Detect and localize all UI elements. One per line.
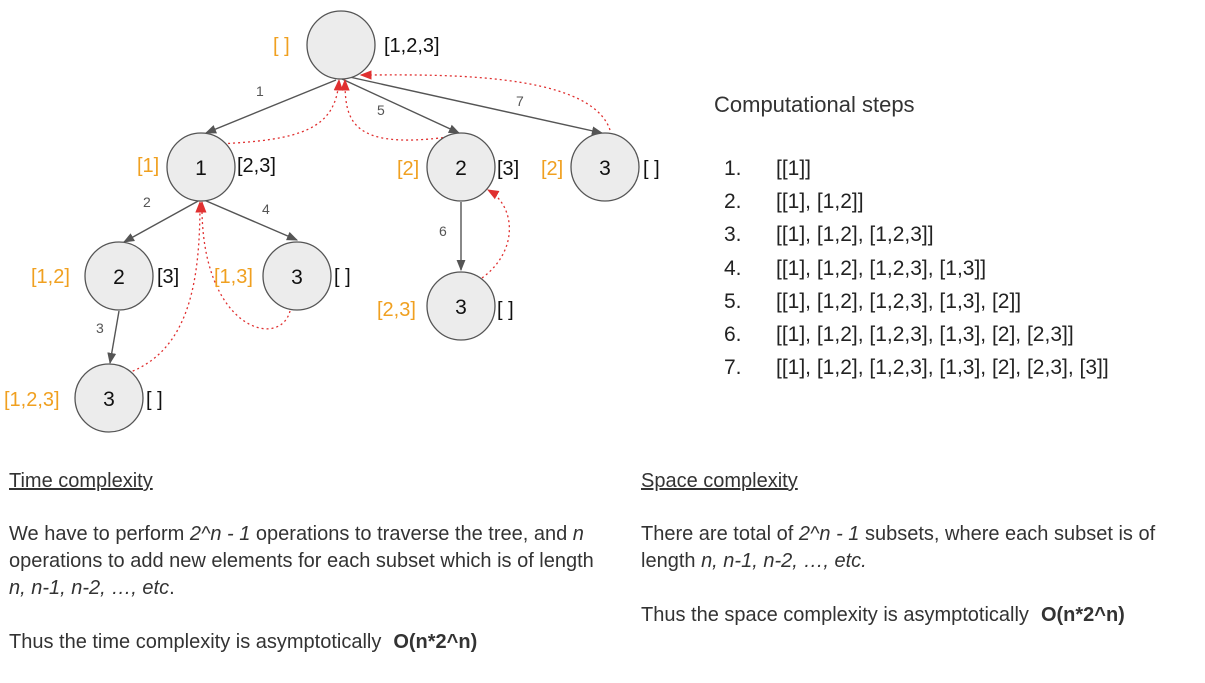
remaining-label: [3] xyxy=(497,158,519,180)
edge-root-n3 xyxy=(344,75,604,136)
time-complexity-conclusion: Thus the time complexity is asymptotical… xyxy=(9,631,478,653)
backtrack-n2-root xyxy=(340,78,449,141)
edge-label-4: 4 xyxy=(262,201,270,217)
step-number: 7. xyxy=(724,356,742,380)
space-complexity-heading: Space complexity xyxy=(641,470,798,492)
edge-root-n1 xyxy=(204,79,337,134)
edge-n1-n13 xyxy=(203,199,299,241)
node-value: 3 xyxy=(103,388,115,411)
edge-labels: 1 2 3 4 5 6 7 xyxy=(96,83,524,336)
tree-edges xyxy=(107,75,604,365)
step-text: [[1], [1,2], [1,2,3], [1,3]] xyxy=(776,256,987,280)
remaining-label: [2,3] xyxy=(237,155,276,177)
edge-label-2: 2 xyxy=(143,194,151,210)
path-label: [ ] xyxy=(273,35,290,57)
space-complexity-value: O(n*2^n) xyxy=(1040,604,1125,626)
step-number: 6. xyxy=(724,322,742,346)
step-text: [[1], [1,2]] xyxy=(776,190,864,214)
space-complexity-section: Space complexity There are total of 2^n … xyxy=(641,468,1201,656)
step-text: [[1], [1,2], [1,2,3], [1,3], [2], [2,3],… xyxy=(776,356,1109,380)
remaining-label: [ ] xyxy=(334,266,351,288)
steps-title: Computational steps xyxy=(714,92,915,117)
step-text: [[1]] xyxy=(776,157,812,180)
node-value: 3 xyxy=(455,296,467,319)
edge-label-3: 3 xyxy=(96,320,104,336)
step-text: [[1], [1,2], [1,2,3]] xyxy=(776,223,934,247)
step-row: 3. [[1], [1,2], [1,2,3]] xyxy=(714,218,1194,251)
path-label: [2,3] xyxy=(377,299,416,321)
step-number: 2. xyxy=(724,190,742,214)
tree-node-1-2: 2 [1,2] [3] xyxy=(31,241,179,311)
edge-label-7: 7 xyxy=(516,93,524,109)
step-number: 1. xyxy=(724,157,742,180)
tree-node-2-3: 3 [2,3] [ ] xyxy=(377,271,514,341)
step-number: 3. xyxy=(724,223,742,247)
path-label: [1,2] xyxy=(31,266,70,288)
node-value: 3 xyxy=(599,157,611,180)
path-label: [2] xyxy=(541,158,563,180)
remaining-label: [ ] xyxy=(643,158,660,180)
path-label: [2] xyxy=(397,158,419,180)
step-row: 4. [[1], [1,2], [1,2,3], [1,3]] xyxy=(714,252,1194,285)
tree-node-2: 2 [2] [3] xyxy=(397,132,519,202)
step-number: 4. xyxy=(724,256,742,280)
step-row: 6. [[1], [1,2], [1,2,3], [1,3], [2], [2,3… xyxy=(714,318,1194,351)
step-row: 7. [[1], [1,2], [1,2,3], [1,3], [2], [2,3… xyxy=(714,351,1194,384)
backtrack-n3-root xyxy=(359,70,611,131)
remaining-label: [ ] xyxy=(146,389,163,411)
backtrack-arrows xyxy=(127,70,611,374)
tree-node-root: [ ] [1,2,3] xyxy=(273,10,440,80)
backtrack-n123-n1 xyxy=(127,200,205,374)
time-complexity-value: O(n*2^n) xyxy=(393,631,478,653)
time-complexity-section: Time complexity We have to perform 2^n -… xyxy=(9,468,609,683)
path-label: [1] xyxy=(137,155,159,177)
step-row: 5. [[1], [1,2], [1,2,3], [1,3], [2]] xyxy=(714,285,1194,318)
step-text: [[1], [1,2], [1,2,3], [1,3], [2], [2,3]] xyxy=(776,322,1074,346)
time-complexity-explanation: We have to perform 2^n - 1 operations to… xyxy=(9,523,594,599)
edge-label-1: 1 xyxy=(256,83,264,99)
edge-n1-n12 xyxy=(123,199,201,243)
remaining-label: [1,2,3] xyxy=(384,35,440,57)
backtrack-n1-root xyxy=(217,78,344,145)
step-number: 5. xyxy=(724,289,742,313)
space-complexity-explanation: There are total of 2^n - 1 subsets, wher… xyxy=(641,523,1156,572)
recursion-tree: 1 2 3 4 5 6 7 [ ] [1,2,3] 1 [1] [2,3] 2 … xyxy=(4,10,660,433)
path-label: [1,2,3] xyxy=(4,389,60,411)
tree-node-1-3: 3 [1,3] [ ] xyxy=(214,241,351,311)
step-row: 2. [[1], [1,2]] xyxy=(714,185,1194,218)
step-row: 1. [[1]] xyxy=(714,152,1194,185)
edge-root-n2 xyxy=(341,78,461,134)
edge-label-6: 6 xyxy=(439,223,447,239)
edge-label-5: 5 xyxy=(377,102,385,118)
remaining-label: [ ] xyxy=(497,299,514,321)
node-value: 2 xyxy=(455,157,467,180)
edge-n12-n123 xyxy=(107,310,120,365)
time-complexity-heading: Time complexity xyxy=(9,470,153,492)
node-value: 2 xyxy=(113,266,125,289)
tree-node-1: 1 [1] [2,3] xyxy=(137,132,276,202)
backtrack-n23-n2 xyxy=(481,189,511,279)
node-value: 1 xyxy=(195,157,207,180)
computational-steps: Computational steps 1. [[1]] 2. [[1], [1,2… xyxy=(714,92,1194,384)
space-complexity-conclusion: Thus the space complexity is asymptotica… xyxy=(641,604,1125,626)
remaining-label: [3] xyxy=(157,266,179,288)
step-text: [[1], [1,2], [1,2,3], [1,3], [2]] xyxy=(776,289,1022,313)
tree-node-1-2-3: 3 [1,2,3] [ ] xyxy=(4,363,163,433)
path-label: [1,3] xyxy=(214,266,253,288)
node-value: 3 xyxy=(291,266,303,289)
tree-node-3-top: 3 [2] [ ] xyxy=(541,132,660,202)
